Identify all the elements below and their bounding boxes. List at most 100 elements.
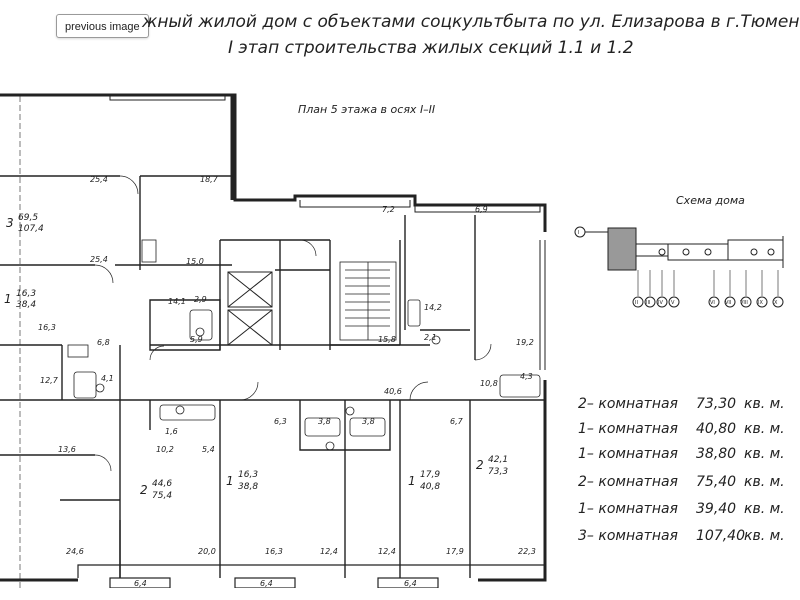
door-swings — [94, 175, 492, 472]
bathroom-fixtures — [67, 239, 541, 451]
room-area: 16,3 — [38, 323, 56, 332]
area-unit: кв. м. — [744, 474, 785, 490]
apartment-rooms: 1 — [4, 292, 12, 306]
apartment-type: 3– комнатная — [578, 528, 678, 544]
floor-plan: 25,4 18,7 69,5 107,4 3 15,0 25,4 16,3 38… — [0, 93, 547, 588]
balcony-area: 6,4 — [134, 579, 147, 588]
axis-label: IX — [758, 300, 763, 306]
room-area: 6,7 — [450, 417, 464, 426]
room-area: 69,5 — [18, 213, 38, 223]
apartment-rooms: 2 — [140, 483, 148, 497]
room-area: 17,9 — [420, 470, 440, 480]
room-area: 12,4 — [378, 547, 396, 556]
apartment-area: 40,8 — [420, 482, 440, 492]
axis-label: II — [635, 300, 638, 306]
apartment-area-value: 75,40 — [696, 474, 737, 490]
balcony-area: 6,4 — [260, 579, 273, 588]
axis-label: I — [578, 230, 579, 236]
room-area: 25,4 — [90, 255, 108, 264]
room-area: 12,4 — [320, 547, 338, 556]
room-area: 40,6 — [384, 387, 402, 396]
apartment-area-value: 73,30 — [696, 396, 737, 412]
apartment-area: 75,4 — [152, 491, 172, 501]
previous-image-button[interactable]: previous image — [56, 14, 149, 38]
apartment-area: 38,8 — [238, 482, 258, 492]
apartment-type: 1– комнатная — [578, 421, 678, 437]
axis-label: VIII — [740, 300, 748, 306]
apartment-row: 1– комнатная 38,80 кв. м. — [578, 446, 800, 466]
apartment-area-value: 39,40 — [696, 501, 737, 517]
apartment-row: 1– комнатная 40,80 кв. м. — [578, 421, 800, 441]
room-area: 25,4 — [90, 175, 108, 184]
room-area: 10,8 — [480, 379, 498, 388]
apartment-type: 1– комнатная — [578, 501, 678, 517]
apartment-type: 1– комнатная — [578, 446, 678, 462]
room-area: 1,6 — [165, 427, 178, 436]
apartment-area-value: 38,80 — [696, 446, 737, 462]
room-area: 15,8 — [378, 335, 396, 344]
room-area: 44,6 — [152, 479, 172, 489]
axis-marker — [574, 226, 586, 238]
room-area: 3,8 — [318, 417, 331, 426]
room-area: 6,8 — [97, 338, 110, 347]
window-marks — [109, 95, 546, 370]
balcony-area: 6,4 — [404, 579, 417, 588]
room-area: 24,6 — [66, 547, 84, 556]
scheme-title: Схема дома — [676, 194, 745, 207]
room-area: 42,1 — [488, 455, 508, 465]
interior-walls — [0, 175, 545, 578]
room-area: 14,2 — [424, 303, 442, 312]
room-area: 5,4 — [202, 445, 215, 454]
room-area: 15,0 — [186, 257, 204, 266]
apartment-row: 1– комнатная 39,40 кв. м. — [578, 501, 800, 521]
room-area: 12,7 — [40, 376, 59, 385]
room-area: 6,9 — [475, 205, 488, 214]
document-title-line-1: жный жилой дом с объектами соцкультбыта … — [142, 12, 800, 32]
room-area: 19,2 — [516, 338, 534, 347]
room-area: 2,9 — [194, 295, 207, 304]
room-area: 4,1 — [101, 374, 114, 383]
area-unit: кв. м. — [744, 501, 785, 517]
room-area: 6,3 — [274, 417, 287, 426]
apartment-row: 2– комнатная 75,40 кв. м. — [578, 474, 800, 494]
apartment-rooms: 2 — [476, 458, 484, 472]
axis-label: VII — [725, 300, 731, 306]
room-area: 16,3 — [238, 470, 258, 480]
apartment-area: 38,4 — [16, 300, 36, 310]
apartment-rooms: 1 — [408, 474, 416, 488]
outer-walls — [0, 93, 547, 582]
apartment-area-value: 40,80 — [696, 421, 737, 437]
axis-label: X — [774, 300, 778, 306]
axis-markers: I II III IV V VI VII VIII IX X — [578, 230, 784, 308]
area-unit: кв. м. — [744, 396, 785, 412]
elevator-shafts — [227, 271, 273, 346]
axis-label: V — [671, 300, 675, 306]
area-unit: кв. м. — [744, 421, 785, 437]
room-area: 20,0 — [198, 547, 216, 556]
room-area: 10,2 — [156, 445, 174, 454]
room-area: 2,1 — [424, 333, 437, 342]
apartment-type: 2– комнатная — [578, 474, 678, 490]
axis-label: IV — [658, 300, 663, 306]
room-area: 13,6 — [58, 445, 76, 454]
room-area: 7,2 — [382, 205, 395, 214]
staircase — [339, 261, 397, 341]
room-area: 4,3 — [520, 372, 533, 381]
room-labels: 25,4 18,7 69,5 107,4 3 15,0 25,4 16,3 38… — [4, 175, 536, 588]
room-area: 16,3 — [16, 289, 36, 299]
apartment-type: 2– комнатная — [578, 396, 678, 412]
room-area: 3,8 — [362, 417, 375, 426]
room-area: 5,9 — [190, 335, 203, 344]
room-area: 18,7 — [200, 175, 219, 184]
area-unit: кв. м. — [744, 446, 785, 462]
room-area: 17,9 — [446, 547, 464, 556]
axis-label: VI — [710, 300, 715, 306]
house-scheme: I II III IV V VI VII VIII IX X — [574, 226, 784, 308]
apartment-rooms: 3 — [6, 216, 14, 230]
room-area: 14,1 — [168, 297, 186, 306]
apartment-area: 107,4 — [18, 224, 44, 234]
room-area: 22,3 — [518, 547, 536, 556]
plan-title: План 5 этажа в осях I–II — [298, 103, 436, 116]
axis-label: III — [646, 300, 650, 306]
room-area: 16,3 — [265, 547, 283, 556]
